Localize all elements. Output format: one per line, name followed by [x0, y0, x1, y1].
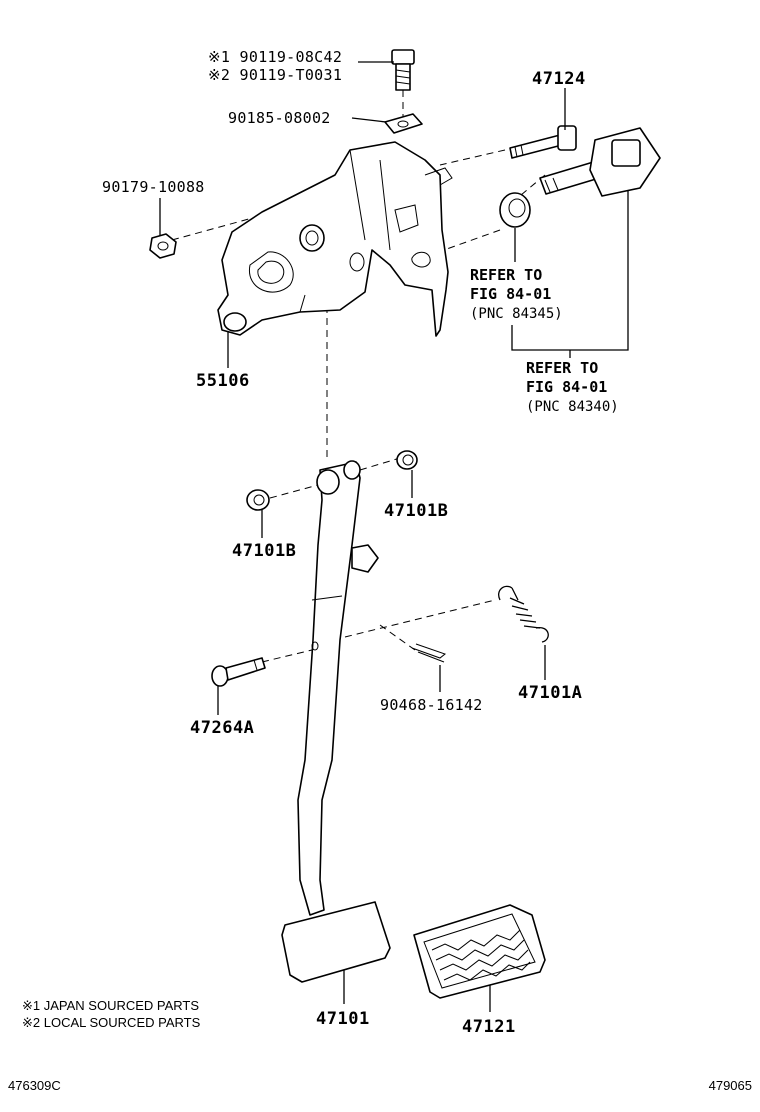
label-ref1-line3: (PNC 84345)	[470, 306, 563, 322]
label-bolt-japan: ※1 90119-08C42	[208, 48, 342, 66]
label-pedal: 47101	[316, 1009, 370, 1029]
pedal-foot-plate-part	[281, 901, 391, 983]
part-labels: ※1 90119-08C42 ※2 90119-T0031 90185-0800…	[102, 48, 619, 1037]
switch-bolt-part	[509, 125, 577, 159]
label-ref2-line2: FIG 84-01	[526, 378, 607, 396]
cushion-part	[499, 192, 531, 228]
pedal-pad-tread	[431, 929, 531, 981]
bushing-right-part	[396, 450, 418, 470]
label-ref1-line1: REFER TO	[470, 266, 542, 284]
label-bolt-local: ※2 90119-T0031	[208, 66, 342, 84]
bolt-part	[391, 49, 415, 91]
brake-pedal-part	[297, 460, 379, 916]
pedal-bracket-part	[217, 141, 453, 337]
stop-lamp-switch-part	[539, 127, 661, 197]
label-nut-plate: 90185-08002	[228, 109, 331, 127]
return-spring-part	[498, 585, 549, 643]
label-bushing-right: 47101B	[384, 501, 448, 521]
bushing-left-part	[246, 489, 270, 511]
nut-plate-part	[384, 113, 423, 134]
corner-codes: 476309C 479065	[8, 1078, 752, 1093]
clip-part	[411, 643, 447, 663]
label-pin: 47264A	[190, 718, 254, 738]
note-japan-sourced: ※1 JAPAN SOURCED PARTS	[22, 998, 199, 1013]
label-bushing-left: 47101B	[232, 541, 296, 561]
note-local-sourced: ※2 LOCAL SOURCED PARTS	[22, 1015, 201, 1030]
label-ref2-line1: REFER TO	[526, 359, 598, 377]
label-bracket: 55106	[196, 371, 250, 391]
nut-part	[149, 233, 177, 259]
label-spring: 47101A	[518, 683, 582, 703]
label-clip: 90468-16142	[380, 696, 483, 714]
source-notes: ※1 JAPAN SOURCED PARTS ※2 LOCAL SOURCED …	[22, 998, 201, 1030]
label-ref1-line2: FIG 84-01	[470, 285, 551, 303]
corner-left-code: 476309C	[8, 1078, 61, 1093]
label-nut: 90179-10088	[102, 178, 205, 196]
clevis-pin-part	[211, 657, 266, 687]
leader-lines	[159, 61, 629, 1012]
pedal-pad-part	[413, 904, 546, 999]
label-switch-bolt: 47124	[532, 69, 586, 89]
corner-right-code: 479065	[709, 1078, 752, 1093]
label-ref2-line3: (PNC 84340)	[526, 399, 619, 415]
label-pad: 47121	[462, 1017, 516, 1037]
